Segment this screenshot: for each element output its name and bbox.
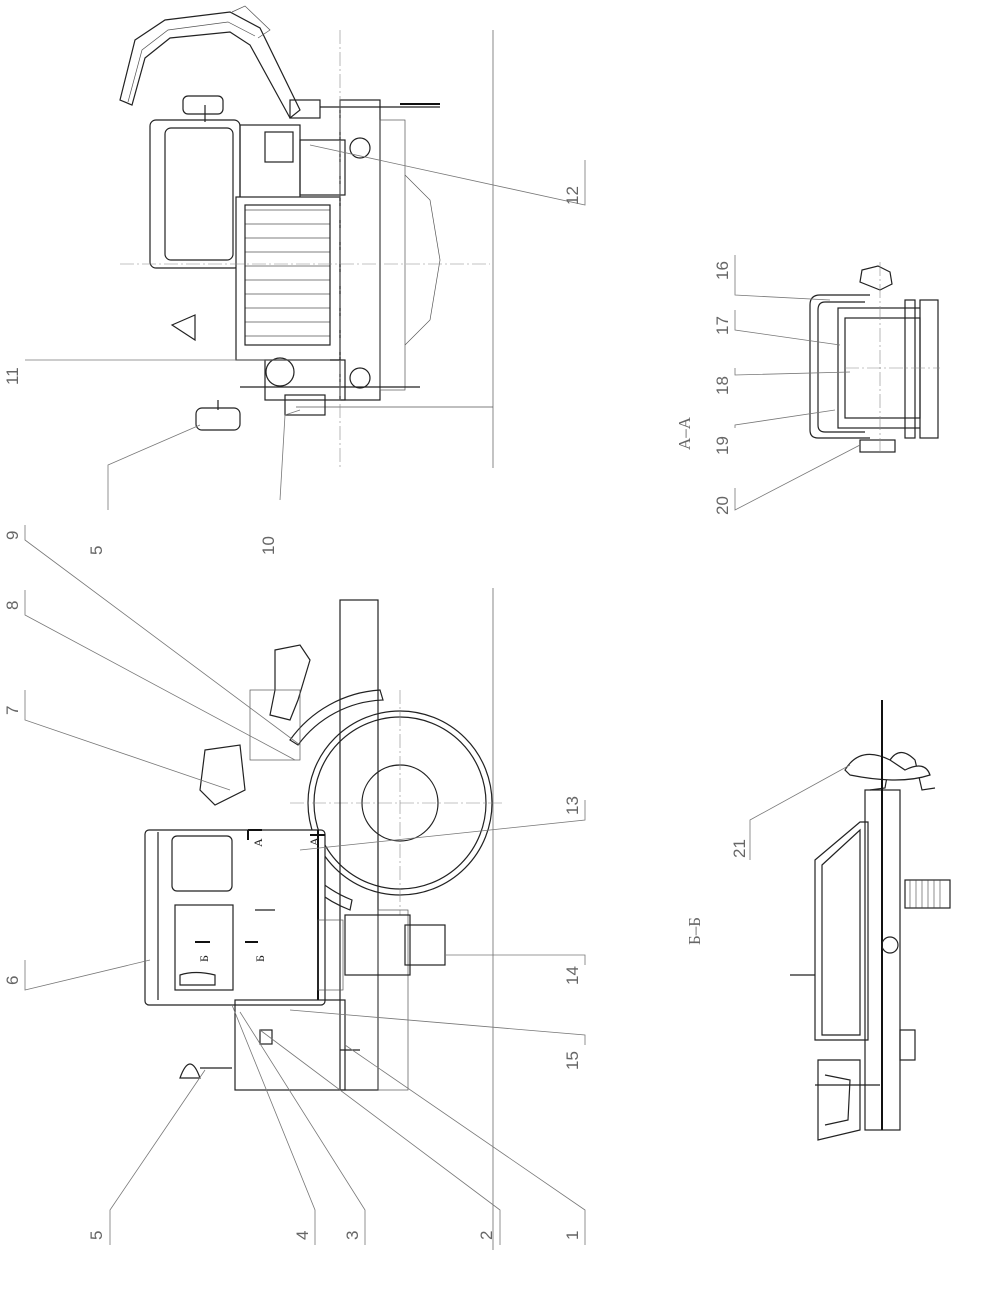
leader-lines — [24, 144, 861, 1245]
section-mark-b-1: Б — [197, 955, 211, 962]
thread-hatch — [909, 880, 941, 908]
section-title-aa: А–А — [675, 416, 694, 450]
callout-18: 18 — [713, 376, 732, 395]
callout-6: 6 — [3, 976, 22, 985]
callout-9: 9 — [3, 531, 22, 540]
callout-7: 7 — [3, 706, 22, 715]
callout-13: 13 — [563, 796, 582, 815]
section-mark-a-2: А — [307, 837, 321, 846]
callout-11: 11 — [3, 367, 22, 385]
section-aa — [809, 262, 940, 455]
section-mark-b-2: Б — [253, 955, 267, 962]
callout-19: 19 — [713, 436, 732, 455]
callout-17: 17 — [713, 316, 732, 335]
radiator-fins — [244, 204, 331, 346]
callout-4: 4 — [293, 1231, 312, 1240]
callout-8: 8 — [3, 601, 22, 610]
callout-5-front: 5 — [87, 546, 106, 555]
callout-2: 2 — [477, 1231, 496, 1240]
callout-20: 20 — [713, 496, 732, 515]
section-mark-a-1: А — [251, 838, 265, 847]
section-bb — [790, 700, 951, 1141]
callout-21: 21 — [730, 839, 749, 858]
callout-labels: 1 2 3 4 5 5 6 7 8 9 10 11 12 13 14 15 16… — [3, 186, 749, 1240]
callout-16: 16 — [713, 261, 732, 280]
callout-12: 12 — [563, 186, 582, 205]
callout-1: 1 — [563, 1231, 582, 1240]
section-title-bb: Б–Б — [685, 917, 704, 945]
side-view: А А Б Б — [144, 588, 505, 1250]
front-view — [119, 5, 494, 468]
callout-10: 10 — [259, 536, 278, 555]
callout-5-side: 5 — [87, 1231, 106, 1240]
callout-14: 14 — [563, 966, 582, 985]
callout-3: 3 — [343, 1231, 362, 1240]
callout-15: 15 — [563, 1051, 582, 1070]
